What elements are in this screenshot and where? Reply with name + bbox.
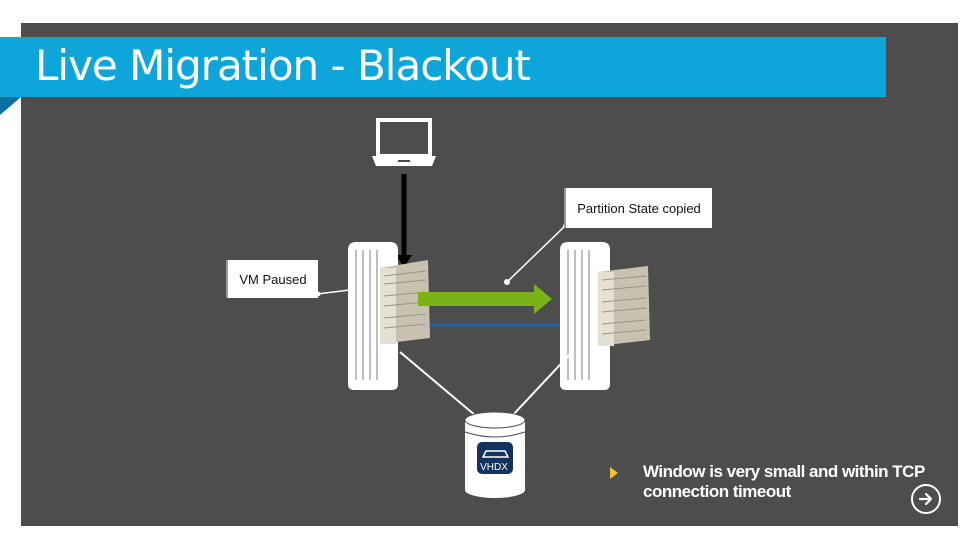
laptop-icon — [372, 118, 436, 166]
bullet-marker-icon — [610, 467, 618, 479]
next-slide-button[interactable] — [911, 484, 941, 514]
vm-paused-text: VM Paused — [239, 271, 307, 287]
partition-leader-line — [506, 225, 566, 283]
destination-server-icon — [560, 242, 650, 390]
migration-arrow — [418, 284, 552, 314]
storage-link-destination — [511, 351, 573, 417]
vhdx-label: VHDX — [480, 462, 508, 473]
partition-state-callout: Partition State copied — [564, 188, 712, 228]
client-connection-line — [396, 174, 412, 268]
title-accent-tab — [0, 37, 23, 97]
title-bar — [23, 37, 886, 97]
arrow-right-circle-icon — [918, 492, 933, 506]
title-fold-shadow — [0, 97, 21, 115]
slide-title: Live Migration - Blackout — [35, 41, 531, 90]
source-server-icon — [348, 242, 430, 390]
storage-link-source — [399, 351, 477, 417]
storage-cylinder-icon — [464, 411, 526, 498]
partition-state-text: Partition State copied — [577, 200, 701, 216]
vm-paused-leader-line — [316, 289, 351, 295]
vm-paused-callout: VM Paused — [226, 260, 318, 298]
bullet-text: Window is very small and within TCP conn… — [643, 462, 925, 501]
